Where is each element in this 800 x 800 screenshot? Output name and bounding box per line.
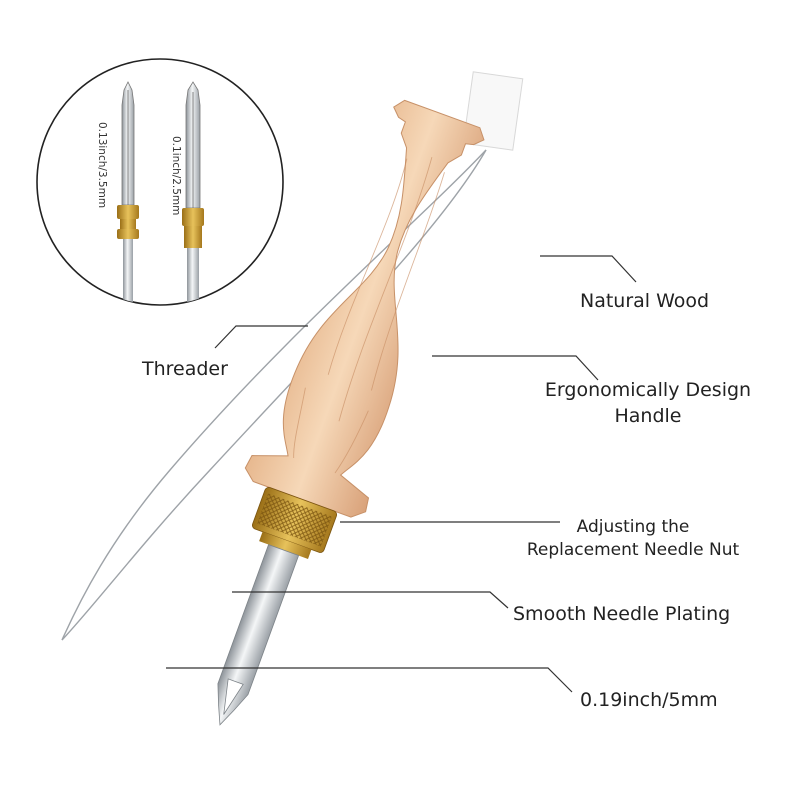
- label-handle-line1: Ergonomically Design: [544, 379, 752, 401]
- needle-large-size-label: 0.1inch/2.5mm: [170, 136, 182, 216]
- needle-small: [117, 81, 139, 305]
- label-tip-size: 0.19inch/5mm: [580, 689, 718, 711]
- leader-tip: [166, 667, 573, 693]
- leader-lines: [166, 255, 637, 693]
- leader-threader: [214, 325, 308, 349]
- label-handle-line2: Handle: [614, 405, 682, 427]
- label-natural-wood: Natural Wood: [580, 290, 710, 312]
- punch-needle-tool: [217, 99, 485, 726]
- leader-natural-wood: [540, 255, 637, 283]
- label-plating: Smooth Needle Plating: [513, 603, 731, 625]
- leader-handle: [432, 355, 599, 381]
- wooden-handle: [244, 99, 485, 518]
- needle-size-inset: [36, 58, 284, 306]
- needle-small-size-label: 0.13inch/3.5mm: [96, 122, 108, 209]
- label-nut-line2: Replacement Needle Nut: [526, 540, 740, 560]
- steel-needle: [217, 544, 300, 726]
- label-nut-line1: Adjusting the: [576, 517, 690, 537]
- label-threader: Threader: [142, 358, 228, 380]
- needle-large: [182, 81, 204, 305]
- leader-plating: [232, 591, 509, 609]
